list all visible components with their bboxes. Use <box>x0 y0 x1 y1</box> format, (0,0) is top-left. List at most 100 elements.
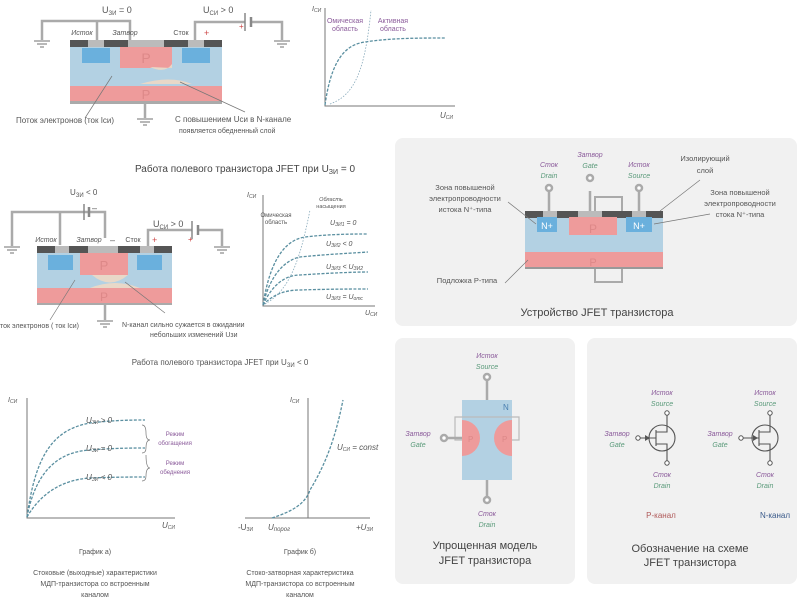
graph-a-caption-2: МДП-транзистора со встроенным <box>40 581 149 588</box>
drain-label-ru: Сток <box>540 162 559 169</box>
y-axis-label: IСИ <box>247 192 257 200</box>
graph-b-caption-3: каналом <box>286 592 314 599</box>
source-label: Исток <box>35 237 57 244</box>
enrichment-mode-label: Режим <box>166 432 185 438</box>
p-region-label: P <box>141 50 150 66</box>
curve-label-4: UЗИ3 = Uотс <box>326 294 363 302</box>
gate-label-ru: Затвор <box>577 152 602 159</box>
source-pin <box>634 183 644 193</box>
drain-label-en: Drain <box>479 522 496 529</box>
source-label: Исток <box>71 30 93 37</box>
p-substrate-label: P <box>142 87 151 102</box>
p-right-label: P <box>502 435 507 444</box>
battery-plus: + <box>188 235 193 244</box>
battery-icon <box>191 221 200 239</box>
curve-label-2: UЗИ2 < 0 <box>326 241 352 249</box>
plus-sign: + <box>204 28 209 38</box>
uds-label: UСИ > 0 <box>203 5 233 17</box>
source-zone-label-2: электропроводности <box>429 194 501 203</box>
active-region-label-2: область <box>380 25 406 33</box>
minus-sign: – <box>110 235 115 245</box>
graph-b-caption-1: Стоко-затворная характеристика <box>246 570 353 577</box>
section-title: Работа полевого транзистора JFET при UЗИ… <box>132 358 309 369</box>
output-family-graph: IСИ UСИ Омическая область Область насыще… <box>247 192 378 318</box>
gate-label-ru: Затвор <box>405 431 430 438</box>
panel-schematic-symbols: Исток Source Сток Drain Затвор Gate Исто… <box>587 338 797 584</box>
panel-title-1: Обозначение на схеме <box>631 543 748 555</box>
n-drain-label-ru: Сток <box>756 472 775 479</box>
drain-label-en: Drain <box>541 173 558 180</box>
drain-label: Сток <box>125 237 141 244</box>
p-channel-jfet-symbol <box>635 410 676 466</box>
graph-a: IСИ UСИ UЗИ > 0 UЗИ = 0 UЗИ < 0 Режим об… <box>8 397 192 599</box>
ground-icon <box>4 246 20 254</box>
ground-icon <box>214 246 230 254</box>
curve-label-3: UЗИ < 0 <box>86 473 113 483</box>
section-ugs-negative: P P Исток Затвор – Сток + + – UЗИ < 0 UС… <box>0 188 378 369</box>
panel-title-2: JFET транзистора <box>644 557 737 569</box>
gate-pin <box>439 433 449 443</box>
x-axis-label: UСИ <box>162 521 175 531</box>
gate-label: Затвор <box>76 237 101 244</box>
ground-icon <box>34 40 50 48</box>
battery-icon <box>83 204 91 220</box>
p-left-label: P <box>468 435 473 444</box>
n-channel-label: N <box>503 403 509 412</box>
panel-jfet-structure: N+ N+ P P Сток Drain Затвор Gate Исток S… <box>395 138 797 326</box>
source-label-en: Source <box>628 173 650 180</box>
depletion-mode-label-2: обеднения <box>160 470 190 476</box>
n-source-label-en: Source <box>754 401 776 408</box>
insulating-layer-label-1: Изолирующий <box>680 154 729 163</box>
n-gate-label-en: Gate <box>712 442 727 449</box>
source-label-ru: Исток <box>628 162 650 169</box>
electron-flow-label: ток электронов ( ток Iси) <box>0 323 79 330</box>
curve-label-1: UЗИ > 0 <box>86 416 113 426</box>
n-plus-source-label: N+ <box>633 221 645 231</box>
channel-narrow-label-2: небольших изменений Uзи <box>150 331 238 339</box>
drain-pin <box>482 495 492 505</box>
y-axis-label: IСИ <box>8 397 18 405</box>
n-plus-drain-label: N+ <box>541 221 553 231</box>
n-gate-label-ru: Затвор <box>707 431 732 438</box>
jfet-cross-section: P P <box>37 246 172 305</box>
saturation-region-label: Область <box>319 197 343 203</box>
drain-label: Сток <box>173 30 189 37</box>
ugs-label: UЗИ < 0 <box>70 188 98 199</box>
p-channel-label: P-канал <box>646 511 676 520</box>
y-axis-label: IСИ <box>290 397 300 405</box>
x-axis-label: UСИ <box>440 111 453 121</box>
p-gate-label-ru: Затвор <box>604 431 629 438</box>
depletion-label-2: появляется обедненный слой <box>179 127 276 135</box>
gate-label: Затвор <box>112 30 137 37</box>
id-curve <box>324 37 446 106</box>
curve-label-2: UЗИ = 0 <box>86 444 113 454</box>
ohmic-region-label-2: область <box>265 220 287 226</box>
source-label-ru: Исток <box>476 353 498 360</box>
n-channel-jfet-symbol <box>738 410 779 466</box>
threshold-label: Uпорог <box>268 523 290 533</box>
source-pin <box>482 372 492 382</box>
depletion-mode-label: Режим <box>166 461 185 467</box>
p-drain-label-en: Drain <box>654 483 671 490</box>
section-title: Работа полевого транзистора JFET при UЗИ… <box>135 163 356 176</box>
ohmic-region-label-2: область <box>332 25 358 33</box>
drain-zone-label-2: электропроводности <box>704 199 776 208</box>
ugs-label: UЗИ = 0 <box>102 5 132 17</box>
n-drain-label-en: Drain <box>757 483 774 490</box>
p-gate-label: P <box>589 222 597 236</box>
ground-icon <box>274 40 290 48</box>
y-axis-label: IСИ <box>312 6 322 14</box>
uds-label: UСИ > 0 <box>153 219 183 231</box>
channel-narrow-label-1: N-канал сильно сужается в ожидании <box>122 322 245 329</box>
enrichment-mode-label-2: обогащения <box>158 441 192 447</box>
pinchoff-boundary <box>329 9 372 105</box>
battery-minus: – <box>92 203 97 213</box>
p-source-label-en: Source <box>651 401 673 408</box>
gate-pin <box>585 173 595 183</box>
source-zone-label-3: истока N⁺-типа <box>439 205 493 214</box>
p-source-label-ru: Исток <box>651 390 673 397</box>
n-channel-label: N-канал <box>760 511 790 520</box>
panel-simplified-model: P P N Исток Source Сток Drain Затвор Gat… <box>395 338 575 584</box>
ohmic-region-label: Омическая <box>261 213 292 219</box>
